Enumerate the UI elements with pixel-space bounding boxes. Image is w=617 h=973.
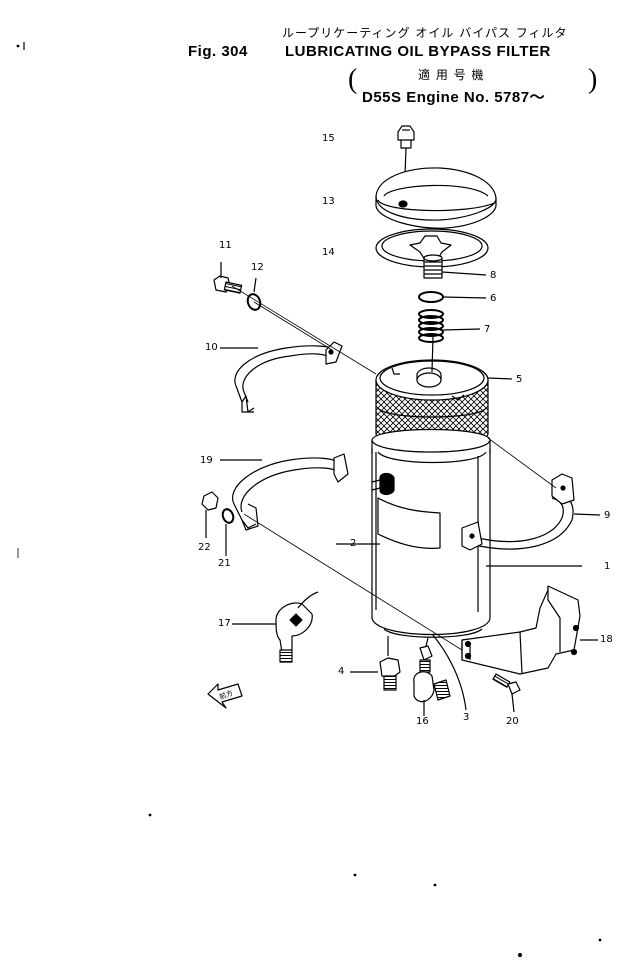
part-22-nut [201, 491, 219, 538]
part-label: 16 [416, 716, 429, 727]
part-label: 10 [205, 342, 218, 353]
part-16-elbow-fitting [413, 637, 451, 716]
part-9-clamp-band [461, 473, 601, 551]
part-label: 20 [506, 716, 519, 727]
part-label: 11 [219, 240, 232, 251]
part-label: 4 [338, 666, 345, 677]
part-label: 17 [218, 618, 231, 629]
applicable-engine: D55S Engine No. 5787～ [362, 89, 546, 106]
part-17-elbow [232, 591, 319, 663]
title-english: LUBRICATING OIL BYPASS FILTER [285, 43, 551, 60]
part-label: 5 [516, 374, 523, 385]
part-label: 22 [198, 542, 211, 553]
assembly-lines [231, 285, 557, 651]
part-18-bracket [461, 585, 598, 675]
part-label: 12 [251, 262, 264, 273]
scan-marks [16, 42, 602, 958]
part-label: 21 [218, 558, 231, 569]
part-label: 3 [463, 712, 470, 723]
part-label: 7 [484, 324, 491, 335]
part-11-bolt [213, 262, 243, 294]
part-label: 2 [350, 538, 357, 549]
applicable-japanese: 適 用 号 機 [418, 68, 485, 82]
part-13-top-cover [375, 167, 497, 229]
part-7-spring [418, 309, 481, 343]
part-label: 9 [604, 510, 611, 521]
part-8-stud [423, 254, 487, 279]
part-label: 19 [200, 455, 213, 466]
part-15-plug [397, 125, 415, 203]
figure-number: Fig. 304 [188, 43, 248, 60]
part-3-leader [431, 633, 467, 711]
part-label: 13 [322, 196, 335, 207]
part-label: 8 [490, 270, 497, 281]
part-12-washer [246, 277, 262, 311]
part-6-o-ring [418, 291, 487, 303]
title-japanese: ループリケーティング オイル バイパス フィルタ [282, 26, 568, 40]
inlet-boss [371, 472, 395, 496]
part-20-bolt [492, 673, 521, 713]
front-arrow-icon [207, 683, 243, 709]
part-label: 14 [322, 247, 335, 258]
part-19-clamp-band [220, 453, 349, 531]
part-label: 18 [600, 634, 613, 645]
part-label: 1 [604, 561, 611, 572]
part-10-clamp-band [220, 341, 343, 413]
paren-close: ) [588, 64, 598, 95]
part-label: 6 [490, 293, 497, 304]
part-4-drain-plug [350, 636, 401, 691]
part-label: 15 [322, 133, 335, 144]
part-2-label-plate [336, 497, 441, 549]
part-21-washer [221, 508, 235, 556]
paren-open: ( [348, 64, 358, 95]
